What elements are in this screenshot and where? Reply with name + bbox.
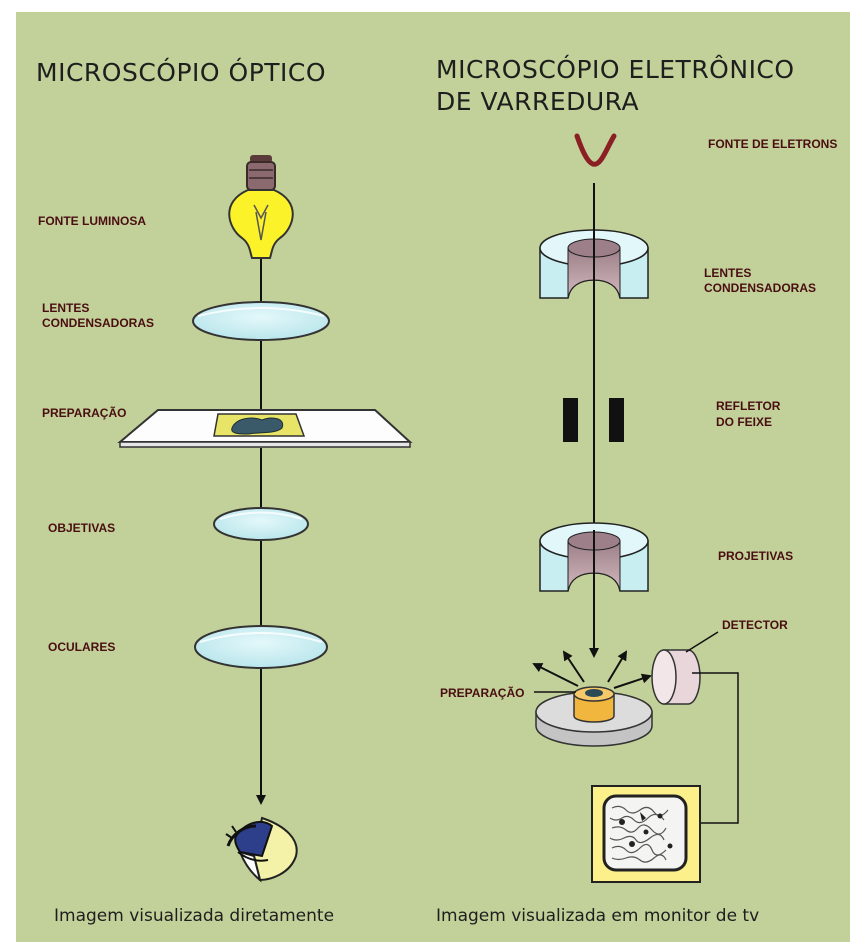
emission-arrow-2 — [562, 650, 585, 683]
diagram-background — [16, 12, 850, 942]
label-light-source: FONTE LUMINOSA — [38, 214, 146, 228]
eye-icon — [225, 816, 298, 883]
specimen-sample — [231, 417, 284, 435]
magnetic-projective-lens — [539, 522, 649, 593]
label-objectives: OBJETIVAS — [48, 521, 116, 535]
electron-source-icon — [574, 133, 617, 167]
magnetic-condenser-lens — [539, 183, 649, 300]
label-sem-preparation: PREPARAÇÃO — [440, 686, 525, 700]
optical-microscope-title: MICROSCÓPIO ÓPTICO — [36, 58, 327, 87]
label-preparation: PREPARAÇÃO — [42, 406, 127, 420]
emission-arrow-4 — [613, 673, 652, 689]
light-bulb-icon — [228, 155, 294, 259]
label-detector: DETECTOR — [722, 618, 788, 632]
label-sem-condenser-line1: LENTES — [704, 266, 752, 280]
label-deflector-line2: DO FEIXE — [716, 415, 773, 429]
sem-title-line1: MICROSCÓPIO ELETRÔNICO — [436, 55, 795, 84]
label-condenser-line2: CONDENSADORAS — [42, 316, 155, 330]
detector-icon — [651, 649, 701, 705]
sem-title-line2: DE VARREDURA — [436, 87, 640, 116]
label-deflector-line1: REFLETOR — [716, 399, 781, 413]
caption-sem: Imagem visualizada em monitor de tv — [436, 906, 760, 926]
condenser-lens — [192, 301, 330, 341]
deflector-plate-left — [563, 398, 578, 442]
detector-leader — [685, 631, 719, 653]
detector-cable — [692, 672, 739, 824]
sample-holder — [573, 686, 615, 723]
label-sem-condenser-line2: CONDENSADORAS — [704, 281, 817, 295]
label-eyepieces: OCULARES — [48, 640, 116, 654]
objective-lens — [213, 507, 309, 541]
emission-arrow-3 — [607, 650, 628, 683]
label-condenser-line1: LENTES — [42, 301, 90, 315]
deflector-plate-right — [609, 398, 624, 442]
emission-arrow-1 — [532, 663, 579, 687]
label-electron-source: FONTE DE ELETRONS — [708, 137, 838, 151]
label-projectives: PROJETIVAS — [718, 549, 794, 563]
tv-monitor-icon — [591, 785, 701, 883]
caption-optical: Imagem visualizada diretamente — [54, 906, 335, 926]
